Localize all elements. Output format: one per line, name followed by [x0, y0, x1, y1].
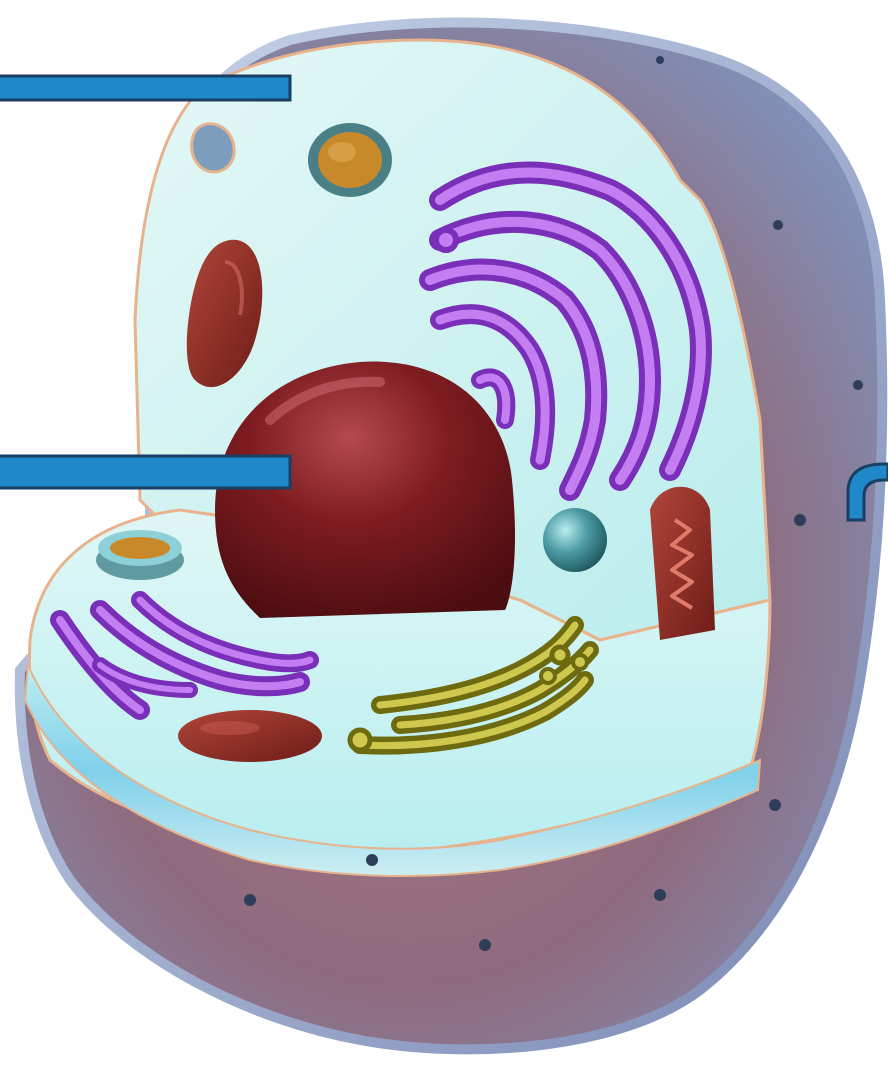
- lysosome: [543, 508, 607, 572]
- membrane-pore: [244, 894, 256, 906]
- vesicle-top: [308, 123, 392, 197]
- membrane-pore: [654, 889, 666, 901]
- membrane-pore: [794, 514, 806, 526]
- mitochondrion-right: [650, 487, 715, 640]
- membrane-pore: [769, 799, 781, 811]
- vesicle-floor: [96, 530, 184, 580]
- mitochondrion-floor: [178, 710, 322, 762]
- membrane-pore: [366, 854, 378, 866]
- label-line-middle: [0, 456, 290, 488]
- membrane-pore: [853, 380, 863, 390]
- label-line-top: [0, 76, 290, 100]
- membrane-pore: [773, 220, 783, 230]
- membrane-pore-notch: [192, 124, 235, 172]
- membrane-pore: [656, 56, 664, 64]
- membrane-pore: [479, 939, 491, 951]
